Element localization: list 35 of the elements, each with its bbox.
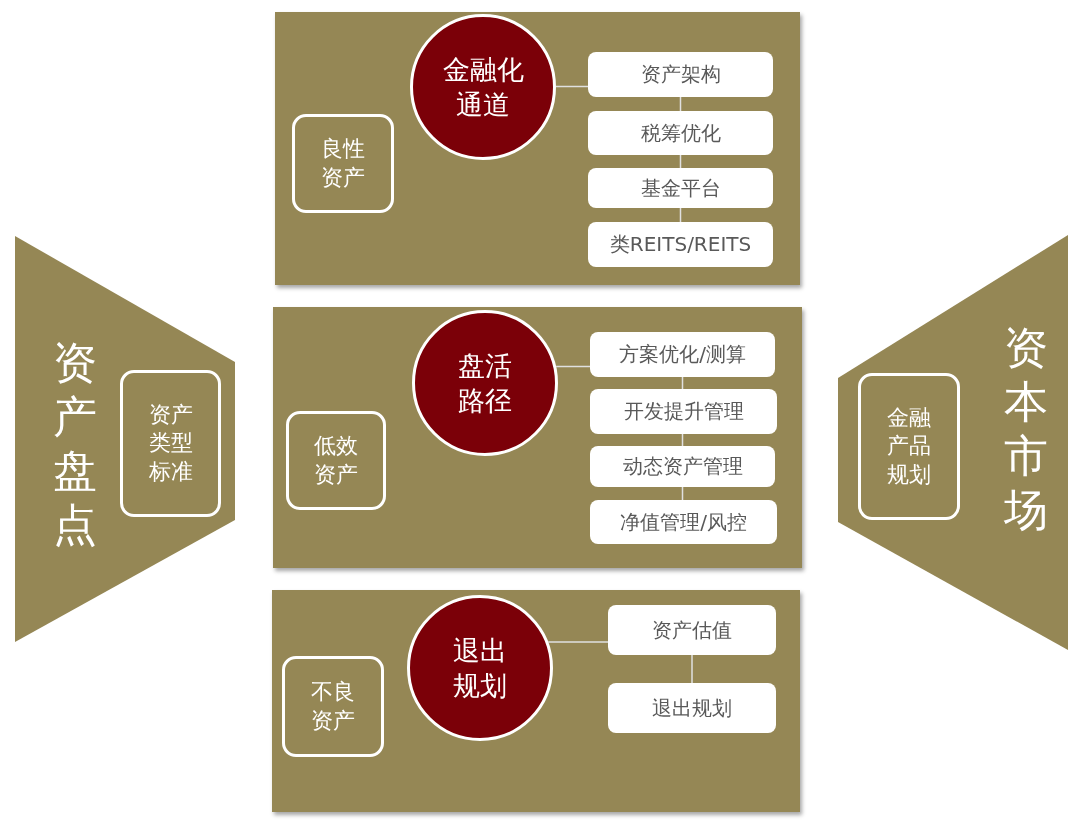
trapezoid-banner bbox=[15, 236, 235, 642]
outlined-box: 良性资产 bbox=[292, 114, 394, 213]
panel bbox=[275, 12, 800, 285]
trapezoid-banner bbox=[838, 235, 1068, 650]
connector-line bbox=[555, 365, 591, 368]
connector-line bbox=[681, 376, 684, 390]
connector-line bbox=[691, 654, 693, 684]
outlined-box: 金融产品规划 bbox=[858, 373, 960, 520]
banner-title: 资产盘点 bbox=[52, 336, 98, 552]
circle-node: 金融化通道 bbox=[410, 14, 556, 160]
connector-line bbox=[555, 85, 589, 88]
item-box: 方案优化/测算 bbox=[590, 332, 775, 377]
outlined-box: 低效资产 bbox=[286, 411, 386, 510]
outlined-box: 不良资产 bbox=[282, 656, 384, 757]
connector-line bbox=[679, 207, 682, 223]
item-box: 退出规划 bbox=[608, 683, 776, 733]
panel bbox=[273, 307, 802, 568]
item-box: 资产估值 bbox=[608, 605, 776, 655]
circle-node: 退出规划 bbox=[407, 595, 553, 741]
item-box: 开发提升管理 bbox=[590, 389, 777, 434]
connector-line bbox=[679, 154, 682, 169]
connector-line bbox=[679, 96, 682, 112]
item-box: 基金平台 bbox=[588, 168, 773, 208]
circle-node: 盘活路径 bbox=[412, 310, 558, 456]
item-box: 类REITS/REITS bbox=[588, 222, 773, 267]
connector-line bbox=[681, 486, 684, 501]
panel bbox=[272, 590, 800, 812]
item-box: 动态资产管理 bbox=[590, 446, 775, 487]
connector-line bbox=[681, 433, 684, 447]
outlined-box: 资产类型标准 bbox=[120, 370, 221, 517]
banner-title: 资本市场 bbox=[1003, 321, 1049, 537]
item-box: 税筹优化 bbox=[588, 111, 773, 155]
connector-line bbox=[547, 641, 609, 643]
item-box: 资产架构 bbox=[588, 52, 773, 97]
item-box: 净值管理/风控 bbox=[590, 500, 777, 544]
